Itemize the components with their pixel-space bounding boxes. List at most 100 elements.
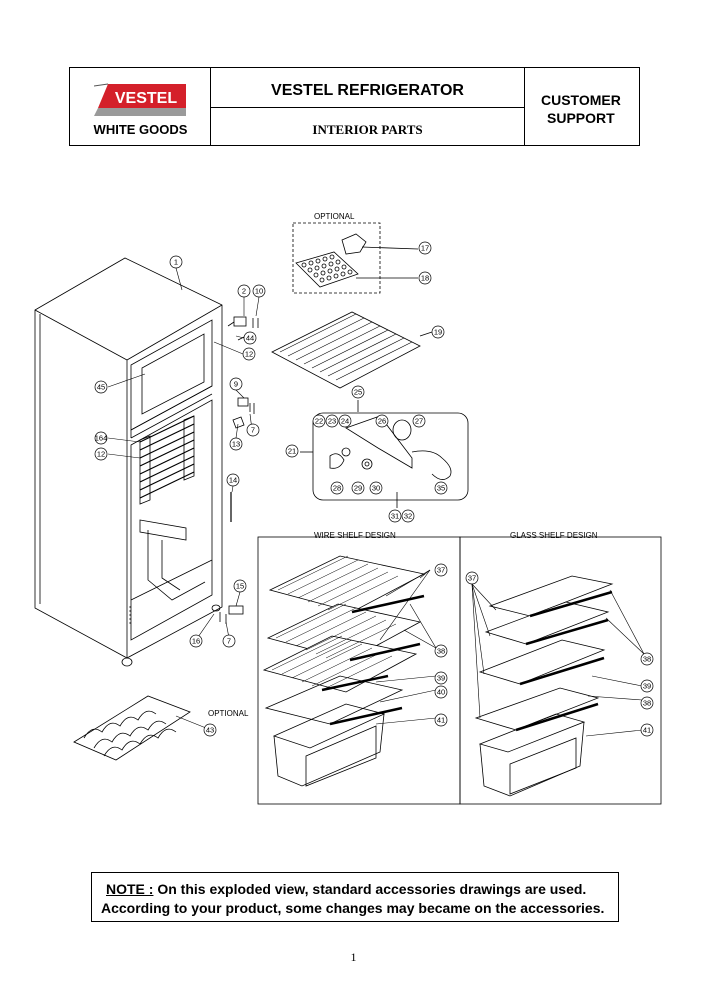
part-callout-p21: 21 bbox=[285, 444, 299, 458]
support-line-1: CUSTOMER bbox=[541, 92, 621, 108]
part-number-label: 31 bbox=[391, 512, 399, 521]
part-number-label: 45 bbox=[97, 383, 105, 392]
part-callout-g38b: 38 bbox=[640, 696, 654, 710]
thermostat-lamp-assembly bbox=[300, 400, 469, 508]
part-number-label: 32 bbox=[404, 512, 412, 521]
part-callout-p25: 25 bbox=[351, 385, 365, 399]
logo-wordmark: VESTEL bbox=[115, 90, 177, 107]
part-number-label: 2 bbox=[242, 287, 246, 296]
part-callout-p22: 22 bbox=[312, 414, 326, 428]
part-number-label: 37 bbox=[437, 566, 445, 575]
part-number-label: 29 bbox=[354, 484, 362, 493]
part-number-label: 26 bbox=[378, 417, 386, 426]
glass-shelf-panel bbox=[459, 536, 662, 805]
part-number-label: 41 bbox=[643, 726, 651, 735]
part-number-label: 12 bbox=[97, 450, 105, 459]
part-number-label: 18 bbox=[421, 274, 429, 283]
part-callout-p13: 13 bbox=[229, 437, 243, 451]
part-number-label: 41 bbox=[437, 716, 445, 725]
title-cell: VESTEL REFRIGERATOR INTERIOR PARTS bbox=[211, 68, 525, 145]
brand-division: WHITE GOODS bbox=[93, 122, 188, 137]
part-number-label: 19 bbox=[434, 328, 442, 337]
part-number-label: 16 bbox=[192, 637, 200, 646]
part-number-label: 164 bbox=[95, 434, 108, 443]
part-number-label: 37 bbox=[468, 574, 476, 583]
part-number-label: 38 bbox=[643, 655, 651, 664]
glass-shelf-label: GLASS SHELF DESIGN bbox=[510, 531, 598, 540]
part-callout-p9: 9 bbox=[229, 377, 243, 391]
optional-label-top: OPTIONAL bbox=[314, 212, 355, 221]
part-callout-p10: 10 bbox=[252, 284, 266, 298]
note-box: NOTE : On this exploded view, standard a… bbox=[91, 872, 619, 922]
page-number: 1 bbox=[350, 950, 357, 964]
part-number-label: 7 bbox=[251, 426, 255, 435]
part-callout-p29: 29 bbox=[351, 481, 365, 495]
part-callout-p15: 15 bbox=[233, 579, 247, 593]
wire-shelf-label: WIRE SHELF DESIGN bbox=[314, 531, 396, 540]
part-callout-p24: 24 bbox=[338, 414, 352, 428]
part-number-label: 12 bbox=[245, 350, 253, 359]
part-callout-p45: 45 bbox=[94, 380, 108, 394]
part-callout-p43: 43 bbox=[203, 723, 217, 737]
part-number-label: 17 bbox=[421, 244, 429, 253]
part-callout-p44: 44 bbox=[243, 331, 257, 345]
part-callout-w37: 37 bbox=[434, 563, 448, 577]
part-callout-w38: 38 bbox=[434, 644, 448, 658]
part-callout-p164: 164 bbox=[94, 431, 108, 445]
part-callout-p30: 30 bbox=[369, 481, 383, 495]
part-callout-p23: 23 bbox=[325, 414, 339, 428]
part-number-label: 28 bbox=[333, 484, 341, 493]
part-callout-p12b: 12 bbox=[94, 447, 108, 461]
leader-lines bbox=[107, 267, 645, 737]
document-subtitle: INTERIOR PARTS bbox=[312, 122, 423, 137]
part-callout-w40: 40 bbox=[434, 685, 448, 699]
part-number-label: 1 bbox=[174, 258, 178, 267]
part-number-label: 39 bbox=[437, 674, 445, 683]
part-number-label: 22 bbox=[315, 417, 323, 426]
part-callout-w41: 41 bbox=[434, 713, 448, 727]
part-callout-p7b: 7 bbox=[222, 634, 236, 648]
part-number-label: 35 bbox=[437, 484, 445, 493]
part-number-label: 13 bbox=[232, 440, 240, 449]
optional-ice-tray bbox=[292, 222, 419, 294]
part-callout-p12a: 12 bbox=[242, 347, 256, 361]
part-number-label: 39 bbox=[643, 682, 651, 691]
header-table: VESTEL WHITE GOODS VESTEL REFRIGERATOR I… bbox=[69, 67, 640, 146]
part-number-label: 43 bbox=[206, 726, 214, 735]
part-callout-p26: 26 bbox=[375, 414, 389, 428]
optional-label-bottom: OPTIONAL bbox=[208, 709, 249, 718]
part-callout-p17: 17 bbox=[418, 241, 432, 255]
part-number-label: 40 bbox=[437, 688, 445, 697]
part-number-label: 21 bbox=[288, 447, 296, 456]
note-key: NOTE : bbox=[106, 881, 154, 897]
note-line-2: According to your product, some changes … bbox=[101, 900, 605, 916]
part-number-label: 15 bbox=[236, 582, 244, 591]
part-callout-p28: 28 bbox=[330, 481, 344, 495]
logo-cell: VESTEL WHITE GOODS bbox=[70, 68, 211, 145]
vestel-logo: VESTEL bbox=[94, 83, 186, 116]
part-callout-g39: 39 bbox=[640, 679, 654, 693]
freezer-wire-shelf bbox=[271, 311, 433, 389]
part-callout-g41: 41 bbox=[640, 723, 654, 737]
part-number-label: 10 bbox=[255, 287, 263, 296]
part-callout-p18: 18 bbox=[418, 271, 432, 285]
part-number-label: 38 bbox=[643, 699, 651, 708]
part-callout-p7a: 7 bbox=[246, 423, 260, 437]
part-number-label: 30 bbox=[372, 484, 380, 493]
part-callout-p35: 35 bbox=[434, 481, 448, 495]
part-callout-g37: 37 bbox=[465, 571, 479, 585]
wire-shelf-panel bbox=[257, 536, 461, 805]
part-callout-p14: 14 bbox=[226, 473, 240, 487]
cabinet-drawing bbox=[34, 257, 223, 667]
part-number-label: 7 bbox=[227, 637, 231, 646]
part-callout-p2: 2 bbox=[237, 284, 251, 298]
note-line-1: NOTE : On this exploded view, standard a… bbox=[106, 881, 586, 897]
part-callout-p1: 1 bbox=[169, 255, 183, 269]
part-number-label: 27 bbox=[415, 417, 423, 426]
part-callout-p31: 31 bbox=[388, 509, 402, 523]
part-number-label: 14 bbox=[229, 476, 237, 485]
support-cell: CUSTOMER SUPPORT bbox=[525, 68, 639, 145]
part-callout-p16: 16 bbox=[189, 634, 203, 648]
